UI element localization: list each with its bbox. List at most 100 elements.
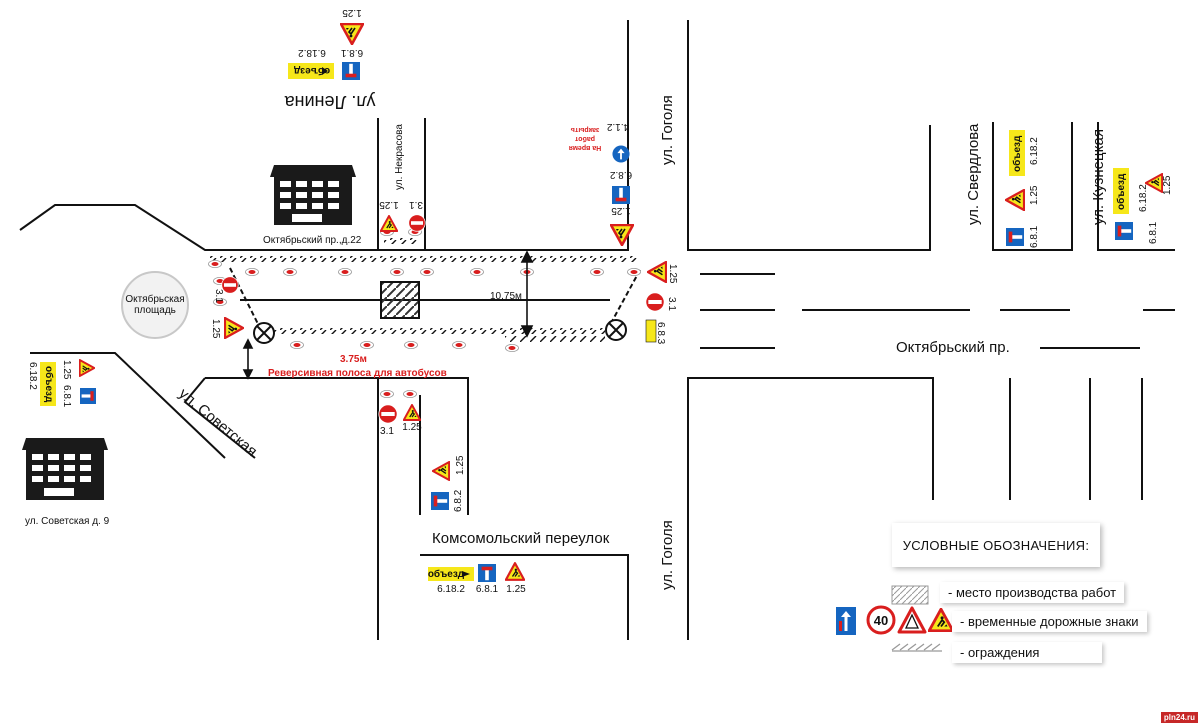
legend-title: УСЛОВНЫЕ ОБОЗНАЧЕНИЯ:: [892, 523, 1100, 567]
code-6-18-2: 6.18.2: [437, 584, 465, 595]
arrow-right-icon: [462, 571, 470, 577]
street-gogolya-top: ул. Гоголя: [659, 95, 676, 165]
code-1-25: 1.25: [506, 584, 526, 595]
code-1-25: 1.25: [61, 360, 72, 380]
square-label-1: Октябрьская: [125, 293, 184, 305]
detour-small-sign: [645, 319, 657, 343]
legend-work-zone: - место производства работ: [940, 582, 1125, 603]
code-1-25: 1.25: [342, 7, 362, 18]
code-3-1: 3.1: [666, 297, 677, 311]
building-9-label: ул. Советская д. 9: [25, 516, 110, 527]
legend-fencing: - ограждения: [952, 642, 1102, 663]
road-works-icon: [432, 461, 450, 481]
arrow-left-icon: [322, 67, 328, 75]
road-works-icon: [610, 224, 634, 246]
work-zone-fencing: [210, 238, 641, 344]
square-circle: [121, 271, 189, 339]
street-oktyabrsky: Октябрьский пр.: [896, 339, 1010, 356]
detour-text-komsomolsky: объезд: [428, 568, 465, 580]
street-kuznetskaya: ул. Кузнецкая: [1090, 129, 1107, 225]
road-works-icon: [647, 261, 667, 283]
code-1-25: 1.25: [1029, 185, 1040, 205]
dead-end-icon: [478, 564, 496, 582]
code-1-25: 1.25: [379, 199, 399, 210]
building-22-icon: [270, 165, 356, 225]
legend-fence-swatch: [891, 643, 942, 652]
sign-group-west: 3.1 1.25: [210, 276, 244, 339]
detour-sign: [1113, 168, 1129, 214]
detour-text-kuznetskaya: объезд: [1115, 173, 1127, 210]
sign-group-lenina: 1.25 объезд 6.8.1 6.18.2: [288, 7, 364, 80]
code-1-25: 1.25: [402, 422, 422, 433]
road-works-icon: [928, 608, 954, 632]
sign-group-komsomolsky-entry: 1.25 6.8.2: [431, 455, 466, 512]
square-label-2: площадь: [134, 305, 176, 316]
sign-group-east: 1.25 3.1 6.8.3: [645, 261, 678, 345]
road-edges: [19, 20, 1175, 640]
street-lenina: ул. Ленина: [284, 92, 376, 112]
code-6-8-1: 6.8.1: [476, 584, 499, 595]
code-6-8-1: 6.8.1: [1148, 221, 1159, 244]
straight-only-icon: [612, 145, 630, 163]
road-works-icon: [380, 215, 398, 232]
dead-end-icon: [1006, 228, 1024, 246]
notice-line-1: На время: [569, 144, 602, 151]
code-6-8-1: 6.8.1: [340, 47, 363, 58]
dead-end-icon: [431, 492, 449, 510]
code-3-1: 3.1: [409, 199, 423, 210]
code-6-18-2: 6.18.2: [298, 47, 326, 58]
sign-group-sverdlova: объезд 6.18.2 1.25 6.8.1: [1005, 130, 1040, 248]
street-gogolya-bottom: ул. Гоголя: [659, 520, 676, 590]
no-entry-icon: [645, 292, 665, 312]
code-1-25: 1.25: [667, 264, 678, 284]
legend-work-zone-swatch: [891, 585, 929, 605]
road-works-icon: [505, 562, 525, 581]
triangle-warning-icon: [897, 606, 927, 634]
sign-group-nekrasova-bottom: 3.1 1.25: [378, 404, 422, 437]
legend-temp-signs: - временные дорожные знаки: [952, 611, 1147, 632]
code-3-1: 3.1: [213, 289, 224, 303]
detour-text-lenina: объезд: [293, 65, 330, 77]
code-6-18-2: 6.18.2: [1138, 184, 1149, 212]
code-6-18-2: 6.18.2: [27, 362, 38, 390]
sign-group-kuznetskaya: объезд 6.18.2 1.25 6.8.1: [1113, 168, 1173, 244]
dimension-arrows: [242, 250, 534, 380]
code-6-8-2: 6.8.2: [453, 489, 464, 512]
dead-end-icon: [80, 388, 96, 404]
detour-sign: [288, 63, 334, 79]
code-1-25: 1.25: [455, 455, 466, 475]
detour-sign: [1009, 130, 1025, 176]
sign-group-komsomolsky-bottom: объезд 6.18.2 6.8.1 1.25: [428, 562, 526, 595]
dead-end-icon: [342, 62, 360, 80]
code-1-25: 1.25: [611, 205, 631, 216]
dead-end-icon: [1115, 222, 1133, 240]
building-22-label: Октябрьский пр.,д.22: [263, 234, 362, 246]
code-6-8-3: 6.8.3: [655, 322, 666, 345]
sign-group-gogolya-top: На время работ закрыть 4.1.2 6.8.2 1.25: [569, 121, 634, 246]
legend-icons: 40: [836, 585, 954, 652]
sign-group-nekrasova: 1.25 3.1: [379, 199, 426, 232]
width-road-label: 10,75м: [490, 291, 522, 302]
reverse-lane-label: Реверсивная полоса для автобусов: [268, 367, 447, 379]
road-works-icon: [340, 23, 364, 45]
dead-end-icon: [612, 186, 630, 204]
no-entry-icon: [378, 404, 398, 424]
street-sverdlova: ул. Свердлова: [965, 123, 982, 225]
road-works-icon: [79, 359, 95, 377]
code-3-1: 3.1: [380, 426, 394, 437]
road-works-icon: [1005, 189, 1025, 211]
detour-sign: [428, 567, 474, 581]
notice-line-2: работ: [574, 135, 595, 143]
building-9-icon: [22, 438, 108, 500]
code-6-8-2: 6.8.2: [609, 169, 632, 180]
road-works-icon: [403, 404, 421, 421]
street-komsomolsky: Комсомольский переулок: [432, 530, 610, 547]
speed-limit-value: 40: [874, 613, 888, 628]
watermark: pln24.ru: [1160, 712, 1198, 723]
no-entry-icon: [408, 214, 426, 232]
straight-only-icon: [836, 607, 856, 635]
notice-line-3: закрыть: [570, 126, 599, 133]
code-1-25: 1.25: [210, 319, 221, 339]
detour-sign: [40, 362, 56, 406]
code-6-8-1: 6.8.1: [1029, 225, 1040, 248]
